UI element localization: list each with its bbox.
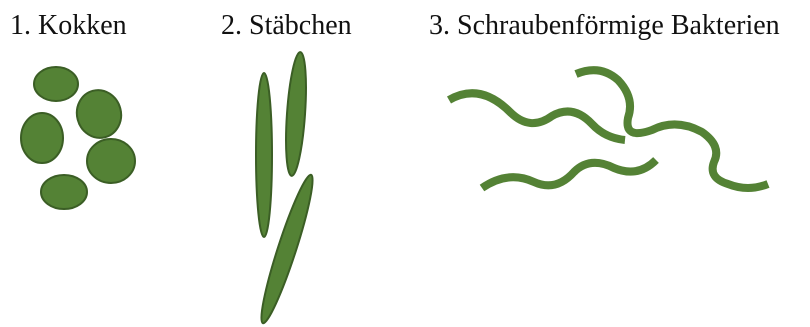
kokken-group [21,67,135,209]
coccus-1 [34,67,78,101]
coccus-2 [72,85,127,143]
coccus-4 [87,139,135,183]
rod-1 [256,73,272,237]
coccus-3 [21,113,63,163]
spiral-2 [576,70,768,188]
rod-2 [283,52,310,177]
spiral-1 [449,93,625,140]
staebchen-group [254,52,319,326]
spiral-3 [482,160,656,188]
spiral-group [449,70,768,188]
coccus-5 [41,175,87,209]
